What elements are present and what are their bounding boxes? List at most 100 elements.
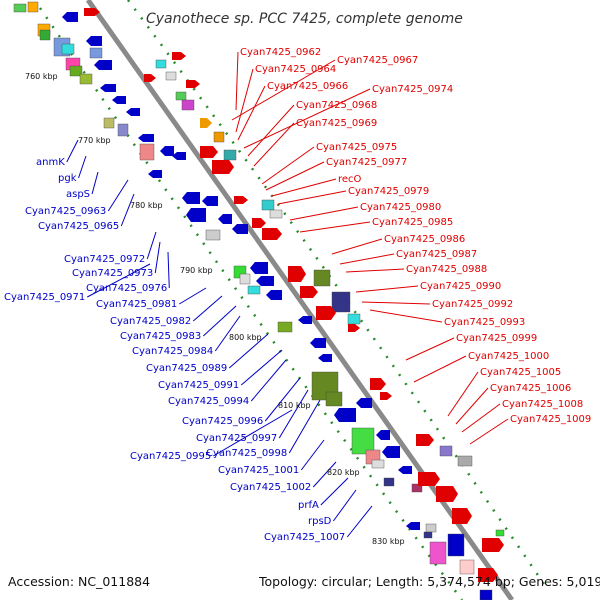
forward-gene-arrow[interactable] — [200, 118, 212, 128]
gene-label-cyan7425-0991[interactable]: Cyan7425_0991 — [158, 380, 239, 391]
feature-block[interactable] — [261, 199, 275, 211]
feature-block[interactable] — [39, 29, 51, 41]
feature-block[interactable] — [205, 229, 221, 241]
gene-label-cyan7425-1001[interactable]: Cyan7425_1001 — [218, 465, 299, 476]
feature-block[interactable] — [411, 483, 423, 493]
forward-gene-arrow[interactable] — [300, 286, 318, 298]
reverse-gene-arrow[interactable] — [94, 60, 112, 70]
feature-block[interactable] — [439, 445, 453, 457]
feature-block[interactable] — [165, 71, 177, 81]
reverse-gene-arrow[interactable] — [318, 354, 332, 362]
gene-label-cyan7425-0998[interactable]: Cyan7425_0998 — [206, 448, 287, 459]
feature-block[interactable] — [457, 455, 473, 467]
reverse-gene-arrow[interactable] — [100, 84, 116, 92]
forward-gene-arrow[interactable] — [262, 228, 282, 240]
feature-block[interactable] — [69, 65, 83, 77]
feature-block[interactable] — [423, 531, 433, 539]
forward-gene-arrow[interactable] — [416, 434, 434, 446]
gene-label-reco[interactable]: recO — [338, 174, 362, 185]
gene-label-cyan7425-0990[interactable]: Cyan7425_0990 — [420, 281, 501, 292]
feature-block[interactable] — [269, 209, 283, 219]
feature-block[interactable] — [383, 477, 395, 487]
gene-label-cyan7425-0992[interactable]: Cyan7425_0992 — [432, 299, 513, 310]
feature-block[interactable] — [331, 291, 351, 313]
feature-block[interactable] — [181, 99, 195, 111]
gene-label-cyan7425-0983[interactable]: Cyan7425_0983 — [120, 331, 201, 342]
feature-block[interactable] — [495, 529, 505, 537]
gene-label-cyan7425-0973[interactable]: Cyan7425_0973 — [72, 268, 153, 279]
feature-block[interactable] — [61, 43, 75, 55]
gene-label-cyan7425-0968[interactable]: Cyan7425_0968 — [296, 100, 377, 111]
reverse-gene-arrow[interactable] — [112, 96, 126, 104]
forward-gene-arrow[interactable] — [370, 378, 386, 390]
gene-label-cyan7425-0967[interactable]: Cyan7425_0967 — [337, 55, 418, 66]
gene-label-cyan7425-0976[interactable]: Cyan7425_0976 — [86, 283, 167, 294]
feature-block[interactable] — [447, 533, 465, 557]
gene-label-cyan7425-1002[interactable]: Cyan7425_1002 — [230, 482, 311, 493]
gene-label-cyan7425-1006[interactable]: Cyan7425_1006 — [490, 383, 571, 394]
feature-block[interactable] — [213, 131, 225, 143]
reverse-gene-arrow[interactable] — [138, 134, 154, 142]
gene-label-cyan7425-0988[interactable]: Cyan7425_0988 — [406, 264, 487, 275]
forward-gene-arrow[interactable] — [252, 218, 266, 228]
gene-label-cyan7425-0972[interactable]: Cyan7425_0972 — [64, 254, 145, 265]
gene-label-cyan7425-1009[interactable]: Cyan7425_1009 — [510, 414, 591, 425]
gene-label-cyan7425-0979[interactable]: Cyan7425_0979 — [348, 186, 429, 197]
gene-label-cyan7425-0981[interactable]: Cyan7425_0981 — [96, 299, 177, 310]
reverse-gene-arrow[interactable] — [310, 338, 326, 348]
forward-gene-arrow[interactable] — [380, 392, 392, 400]
gene-label-cyan7425-0963[interactable]: Cyan7425_0963 — [25, 206, 106, 217]
forward-gene-arrow[interactable] — [84, 8, 100, 16]
gene-label-cyan7425-1008[interactable]: Cyan7425_1008 — [502, 399, 583, 410]
feature-block[interactable] — [351, 427, 375, 455]
forward-gene-arrow[interactable] — [234, 196, 248, 204]
reverse-gene-arrow[interactable] — [256, 276, 274, 286]
gene-label-cyan7425-0994[interactable]: Cyan7425_0994 — [168, 396, 249, 407]
feature-block[interactable] — [371, 459, 385, 469]
gene-label-cyan7425-1007[interactable]: Cyan7425_1007 — [264, 532, 345, 543]
gene-label-cyan7425-0982[interactable]: Cyan7425_0982 — [110, 316, 191, 327]
reverse-gene-arrow[interactable] — [86, 36, 102, 46]
reverse-gene-arrow[interactable] — [182, 192, 200, 204]
feature-block[interactable] — [459, 559, 475, 575]
reverse-gene-arrow[interactable] — [382, 446, 400, 458]
reverse-gene-arrow[interactable] — [172, 152, 186, 160]
reverse-gene-arrow[interactable] — [266, 290, 282, 300]
reverse-gene-arrow[interactable] — [218, 214, 232, 224]
gene-label-cyan7425-0964[interactable]: Cyan7425_0964 — [255, 64, 336, 75]
feature-block[interactable] — [223, 149, 237, 161]
feature-block[interactable] — [347, 313, 361, 325]
reverse-gene-arrow[interactable] — [160, 146, 174, 156]
gene-label-rpsd[interactable]: rpsD — [308, 516, 332, 527]
gene-label-cyan7425-0971[interactable]: Cyan7425_0971 — [4, 292, 85, 303]
gene-label-cyan7425-0995[interactable]: Cyan7425_0995 — [130, 451, 211, 462]
feature-block[interactable] — [79, 73, 93, 85]
feature-block[interactable] — [325, 391, 343, 407]
gene-label-cyan7425-0996[interactable]: Cyan7425_0996 — [182, 416, 263, 427]
gene-label-pgk[interactable]: pgk — [58, 173, 77, 184]
forward-gene-arrow[interactable] — [478, 568, 498, 582]
gene-label-cyan7425-1000[interactable]: Cyan7425_1000 — [468, 351, 549, 362]
gene-label-cyan7425-0962[interactable]: Cyan7425_0962 — [240, 47, 321, 58]
reverse-gene-arrow[interactable] — [356, 398, 372, 408]
feature-block[interactable] — [175, 91, 187, 101]
gene-label-anmk[interactable]: anmK — [36, 157, 65, 168]
gene-label-cyan7425-0975[interactable]: Cyan7425_0975 — [316, 142, 397, 153]
reverse-gene-arrow[interactable] — [334, 408, 356, 422]
gene-label-cyan7425-0989[interactable]: Cyan7425_0989 — [146, 363, 227, 374]
gene-label-cyan7425-0965[interactable]: Cyan7425_0965 — [38, 221, 119, 232]
forward-gene-arrow[interactable] — [482, 538, 504, 552]
feature-block[interactable] — [27, 1, 39, 13]
forward-gene-arrow[interactable] — [436, 486, 458, 502]
forward-gene-arrow[interactable] — [288, 266, 306, 282]
reverse-gene-arrow[interactable] — [62, 12, 78, 22]
feature-block[interactable] — [479, 589, 493, 600]
feature-block[interactable] — [277, 321, 293, 333]
feature-block[interactable] — [247, 285, 261, 295]
reverse-gene-arrow[interactable] — [406, 522, 420, 530]
forward-gene-arrow[interactable] — [418, 472, 440, 486]
gene-label-cyan7425-0974[interactable]: Cyan7425_0974 — [372, 84, 453, 95]
gene-label-cyan7425-0980[interactable]: Cyan7425_0980 — [360, 202, 441, 213]
feature-block[interactable] — [155, 59, 167, 69]
forward-gene-arrow[interactable] — [144, 74, 156, 82]
